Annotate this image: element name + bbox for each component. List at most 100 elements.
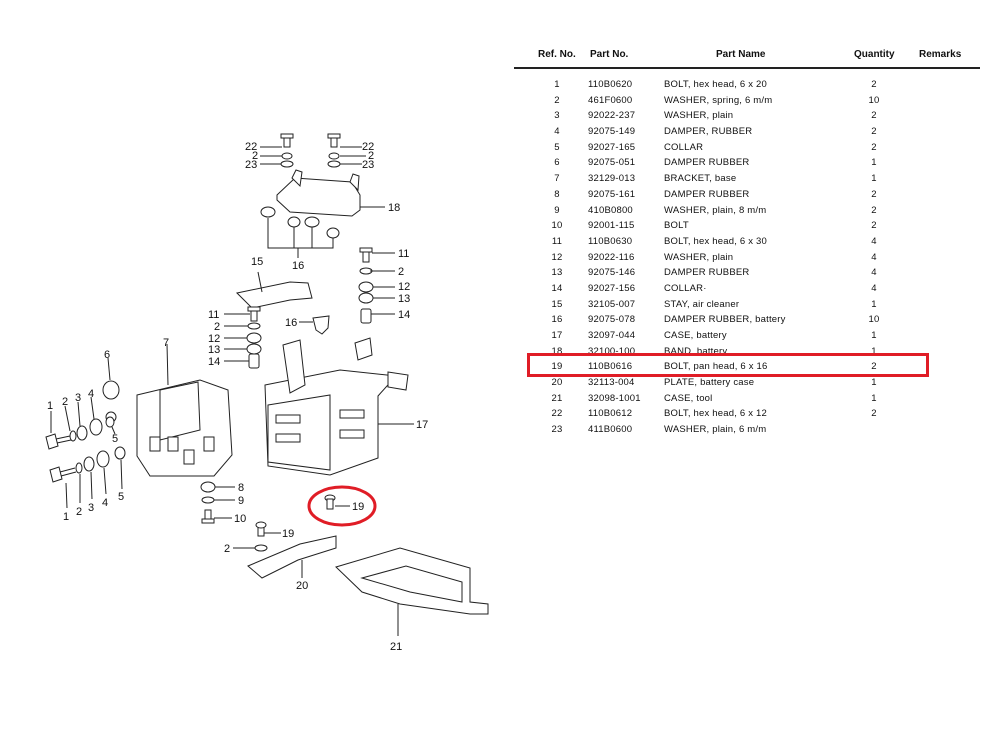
cell-part-no: 92075-051 [588,157,636,169]
callout-2: 2 [252,150,258,162]
cell-part-name: WASHER, plain, 8 m/m [664,204,767,216]
callout-1: 1 [47,400,53,412]
table-row: 2 461F0600 WASHER, spring, 6 m/m 10 [514,93,980,109]
cell-quantity: 1 [871,157,877,169]
callout-3: 3 [88,502,94,514]
header-part-no: Part No. [590,49,629,60]
cell-part-name: PLATE, battery case [664,377,755,389]
cell-quantity: 1 [871,392,877,404]
cell-quantity: 2 [871,204,877,216]
cell-part-name: WASHER, plain, 6 m/m [664,424,767,436]
table-row: 19 110B0616 BOLT, pan head, 6 x 16 2 [514,359,980,375]
cell-ref-no: 7 [554,173,560,185]
highlight-box-row-19 [527,353,929,377]
cell-part-name: STAY, air cleaner [664,298,740,310]
cell-part-no: 92022-237 [588,110,636,122]
callout-labels: 22 2 23 22 2 23 18 16 15 11 2 12 13 14 1… [47,141,428,653]
cell-ref-no: 1 [554,79,560,90]
lower-bracket-fasteners [200,481,235,524]
header-quantity: Quantity [854,49,895,60]
header-rule [514,67,980,69]
cell-quantity: 4 [871,282,877,294]
callout-2: 2 [76,506,82,518]
cell-part-no: 110B0616 [588,361,633,373]
cell-ref-no: 19 [551,361,563,373]
cell-part-name: DAMPER, RUBBER [664,126,753,138]
cell-part-no: 92075-146 [588,267,636,279]
cell-part-name: WASHER, plain [664,251,734,263]
cell-ref-no: 2 [554,94,560,106]
callout-23: 23 [362,159,374,171]
cell-quantity: 10 [868,94,880,106]
cell-ref-no: 13 [551,267,563,279]
callout-9: 9 [238,495,244,507]
cell-quantity: 4 [871,267,877,279]
cell-ref-no: 20 [551,377,563,389]
damper-6 [102,357,120,423]
cell-ref-no: 18 [551,345,563,357]
cell-part-no: 92001-115 [588,220,635,232]
cell-ref-no: 16 [551,314,563,326]
callout-4: 4 [88,388,94,400]
callout-20: 20 [296,580,308,592]
callout-8: 8 [238,482,244,494]
callout-7: 7 [163,337,169,349]
callout-11: 11 [208,309,219,321]
cell-part-no: 461F0600 [588,94,633,106]
cell-part-name: BOLT, pan head, 6 x 16 [664,361,768,373]
cell-quantity: 1 [871,298,877,310]
callout-6: 6 [104,349,110,361]
cell-quantity: 1 [871,377,877,389]
callout-2: 2 [398,266,404,278]
cell-part-no: 110B0630 [588,235,633,247]
cell-ref-no: 17 [551,330,563,341]
callout-14: 14 [398,309,410,321]
header-part-name: Part Name [716,49,766,60]
cell-part-name: BAND, battery [664,345,728,357]
callout-2: 2 [368,150,374,162]
band-assembly [260,133,385,217]
cell-ref-no: 12 [551,251,563,263]
cell-part-name: WASHER, spring, 6 m/m [664,94,773,106]
callout-19: 19 [352,501,364,513]
cell-quantity: 2 [871,220,877,232]
front-fasteners-upper [45,396,116,450]
cell-quantity: 2 [871,361,877,373]
cell-quantity: 10 [868,314,880,326]
left-fastener-stack [224,306,262,369]
cell-part-no: 92075-161 [588,188,636,200]
cell-part-name: BOLT, hex head, 6 x 12 [664,408,767,420]
cell-part-no: 110B0612 [588,408,633,420]
cell-quantity: 2 [871,141,877,153]
cell-ref-no: 22 [551,408,563,420]
callout-12: 12 [208,333,220,345]
cell-ref-no: 15 [551,298,563,310]
cell-part-no: 32100-100 [588,345,636,357]
battery-case [264,337,414,476]
cell-ref-no: 14 [551,282,563,294]
cell-part-no: 32097-044 [588,330,636,341]
callout-5: 5 [118,491,124,503]
callout-16: 16 [285,317,297,329]
callout-23: 23 [245,159,257,171]
cell-part-no: 92027-165 [588,141,636,153]
cell-part-name: WASHER, plain [664,110,734,122]
battery-case-plate [247,535,337,579]
callout-19: 19 [282,528,294,540]
callout-13: 13 [398,293,410,305]
callout-22: 22 [245,141,257,153]
cell-part-no: 411B0600 [588,424,633,436]
